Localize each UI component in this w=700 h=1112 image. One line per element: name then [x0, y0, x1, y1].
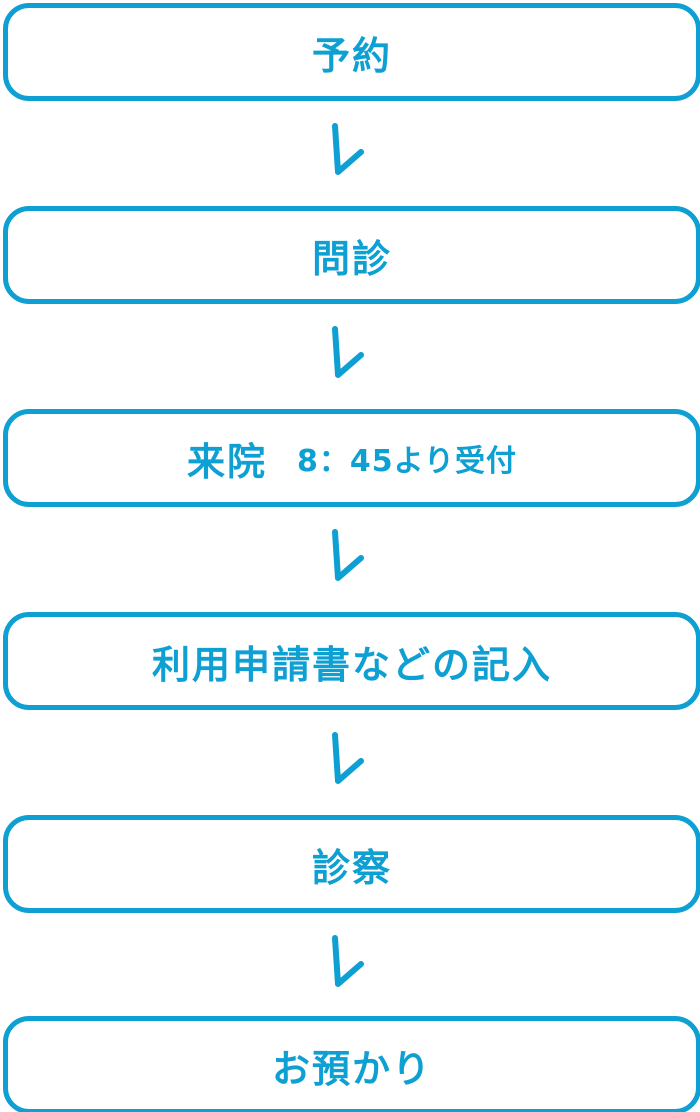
step-visit: 来院 8：45より受付 — [3, 409, 700, 507]
step-sub-label: 8：45より受付 — [296, 444, 518, 479]
down-check-arrow-icon — [330, 528, 366, 584]
down-check-arrow-icon — [330, 934, 366, 990]
down-check-arrow-icon — [330, 731, 366, 787]
down-check-arrow-icon — [330, 122, 366, 178]
step-label: 来院 — [186, 439, 267, 484]
step-application-form: 利用申請書などの記入 — [3, 612, 700, 710]
down-check-arrow-icon — [330, 325, 366, 381]
step-reservation: 予約 — [3, 3, 700, 101]
step-boarding: お預かり — [3, 1016, 700, 1112]
step-label: 問診 — [311, 236, 392, 281]
step-label: お預かり — [271, 1046, 432, 1091]
step-label: 診察 — [311, 845, 392, 890]
step-interview: 問診 — [3, 206, 700, 304]
step-label: 利用申請書などの記入 — [151, 642, 552, 687]
step-examination: 診察 — [3, 815, 700, 913]
step-label: 予約 — [311, 33, 392, 78]
